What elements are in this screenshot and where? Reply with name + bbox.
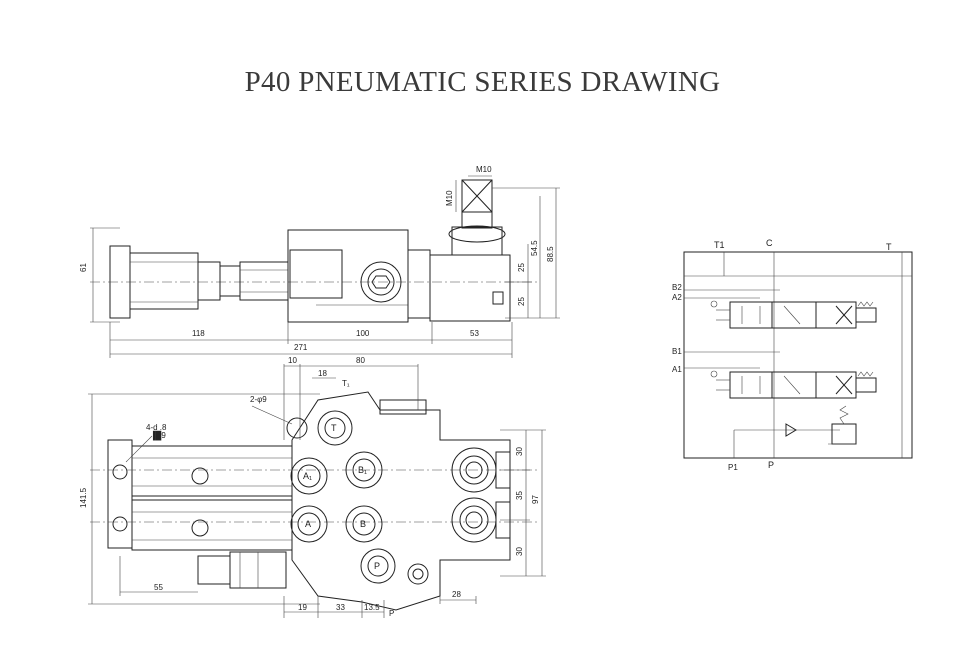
dim-53: 53 — [470, 329, 479, 338]
label-b2: B2 — [672, 283, 682, 292]
port-b2 — [345, 505, 383, 543]
dim-55: 55 — [154, 583, 163, 592]
label-c: C — [766, 238, 773, 248]
svg-text:A: A — [305, 519, 311, 529]
label-a1: A1 — [672, 365, 682, 374]
schematic-frame — [683, 251, 913, 459]
dim-2-phi9: 2-φ9 — [250, 395, 267, 404]
port-p — [360, 548, 396, 584]
dim-118: 118 — [192, 329, 205, 338]
dim-25a: 25 — [517, 263, 526, 272]
dim-4-d8: 4-d .8 — [146, 423, 167, 432]
dim-54-5: 54.5 — [530, 240, 539, 256]
dim-271: 271 — [294, 343, 308, 352]
label-p: P — [768, 460, 774, 470]
front-view: T A₁ B₁ A B P 10 80 18 T — [79, 356, 546, 618]
svg-text:A₁: A₁ — [303, 471, 312, 481]
svg-text:T₁: T₁ — [342, 379, 350, 388]
dim-25b: 25 — [517, 297, 526, 306]
dim-100: 100 — [356, 329, 370, 338]
label-p1: P1 — [728, 463, 738, 472]
port-a1 — [290, 457, 328, 495]
valve-block — [287, 229, 409, 323]
relief-valve — [831, 423, 857, 445]
right-fitting-lower — [451, 497, 497, 543]
spool-upper-left — [729, 301, 773, 329]
dim-88-5: 88.5 — [546, 246, 555, 262]
label-b1: B1 — [672, 347, 682, 356]
page-title: P40 PNEUMATIC SERIES DRAWING — [244, 66, 721, 98]
valve-body — [291, 391, 511, 611]
svg-text:P: P — [389, 609, 394, 618]
dim-28: 28 — [452, 590, 461, 599]
dim-10: 10 — [288, 356, 297, 365]
dim-13-5: 13.5 — [364, 603, 380, 612]
port-circle — [360, 261, 402, 303]
dim-97: 97 — [531, 495, 540, 504]
cylinder-body — [129, 252, 199, 310]
cylinder-upper — [131, 445, 293, 497]
dim-35: 35 — [515, 491, 524, 500]
dim-30a: 30 — [515, 447, 524, 456]
dim-30b: 30 — [515, 547, 524, 556]
cylinder-lower — [131, 499, 293, 551]
spool-lower-left — [729, 371, 773, 399]
svg-text:B: B — [360, 519, 366, 529]
label-t1: T1 — [714, 240, 725, 250]
dim-18: 18 — [318, 369, 327, 378]
port-b1 — [345, 451, 383, 489]
port-a2 — [290, 505, 328, 543]
dim-19: 19 — [298, 603, 307, 612]
label-t: T — [886, 242, 892, 252]
dim-80: 80 — [356, 356, 365, 365]
dim-4-d8b: ▐█9 — [150, 430, 166, 441]
dim-m10-top: M10 — [476, 165, 492, 174]
actuator-head — [429, 254, 511, 322]
svg-text:B₁: B₁ — [358, 465, 367, 475]
top-view: 61 118 100 53 271 M10 M10 25 25 54.5 88.… — [79, 165, 560, 358]
schematic: T1 C T B2 A2 B1 A1 P1 P — [672, 238, 913, 472]
m10-fitting — [461, 179, 493, 213]
mount-plate — [107, 439, 133, 549]
dim-33: 33 — [336, 603, 345, 612]
dim-141-5: 141.5 — [79, 487, 88, 508]
label-a2: A2 — [672, 293, 682, 302]
port-t — [317, 410, 353, 446]
dim-m10-side: M10 — [445, 190, 454, 206]
svg-text:T: T — [331, 423, 337, 433]
dim-61: 61 — [79, 263, 88, 272]
svg-text:P: P — [374, 561, 380, 571]
